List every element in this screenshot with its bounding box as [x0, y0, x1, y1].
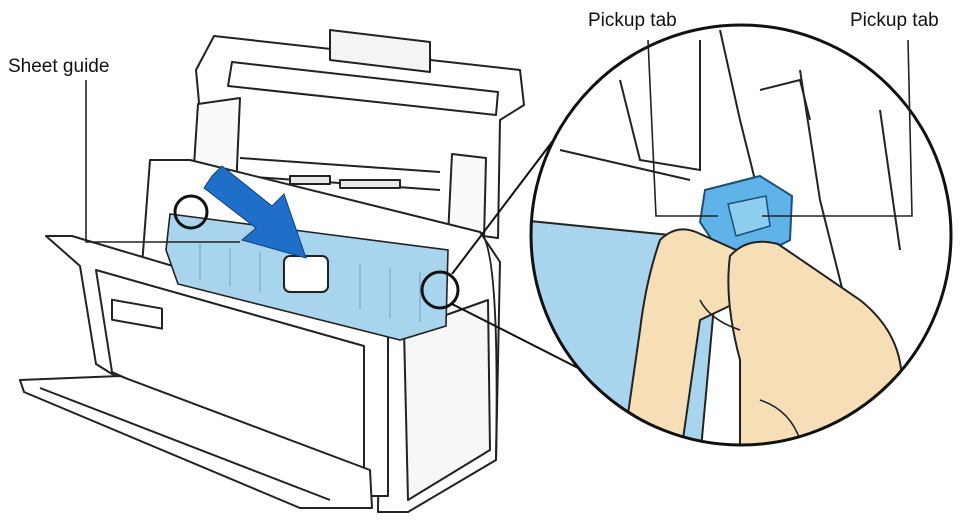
- zoom-callout-circle: [529, 23, 953, 447]
- pick-roller: [283, 255, 329, 293]
- leader-sheet-guide: [85, 80, 240, 243]
- marker-circle-right: [420, 270, 460, 310]
- label-pickup-tab-right: Pickup tab: [850, 10, 939, 31]
- leader-pickup-tab-right: [762, 39, 913, 217]
- label-sheet-guide: Sheet guide: [8, 56, 110, 77]
- push-direction-arrow-icon: [203, 165, 307, 259]
- label-pickup-tab-left: Pickup tab: [588, 10, 677, 31]
- marker-circle-left: [173, 194, 209, 230]
- leader-pickup-tab-left: [647, 39, 718, 217]
- output-tray: [19, 375, 373, 509]
